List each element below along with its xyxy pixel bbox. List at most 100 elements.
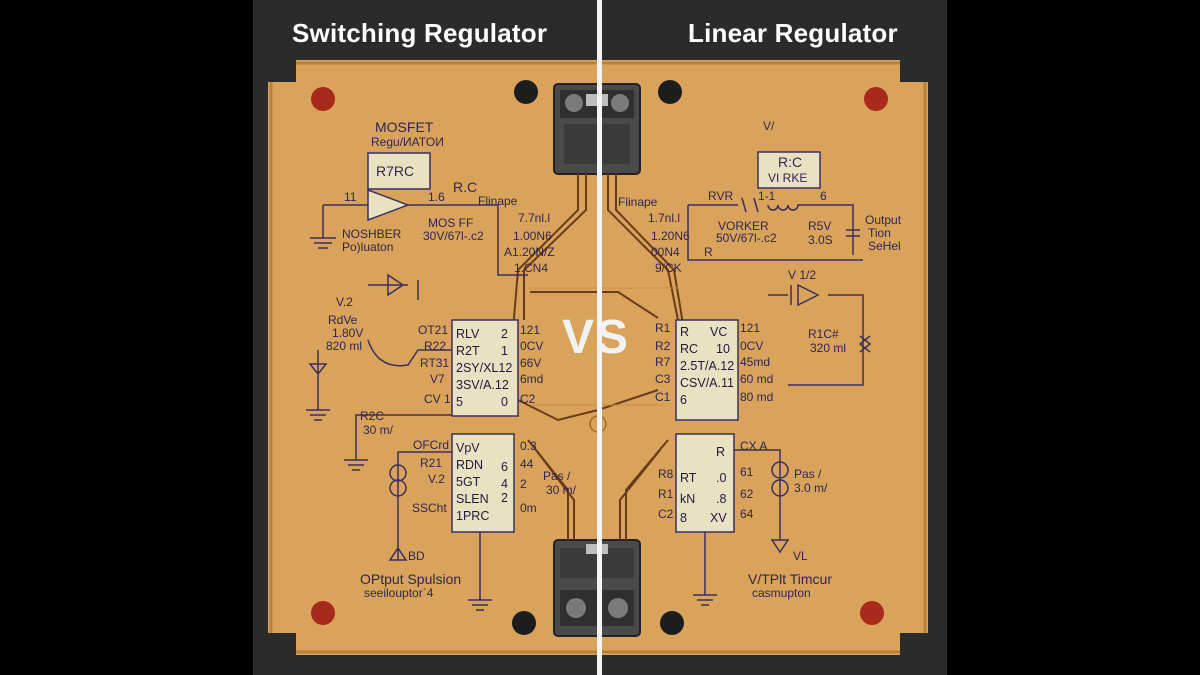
svg-text:0CV: 0CV <box>740 339 763 353</box>
svg-text:Tion: Tion <box>868 226 891 240</box>
svg-text:V/TPlt Timcur: V/TPlt Timcur <box>748 571 832 587</box>
svg-text:R:C: R:C <box>778 154 802 170</box>
svg-text:VL: VL <box>793 549 808 563</box>
svg-text:0m: 0m <box>520 501 537 515</box>
svg-text:A1.20N/Z: A1.20N/Z <box>504 245 555 259</box>
right-schematic: V/ R:C VI RKE Flinape RVR 1-1 6 VORKER 5… <box>618 119 902 606</box>
svg-text:820 ml: 820 ml <box>326 339 362 353</box>
svg-text:V.2: V.2 <box>336 295 353 309</box>
svg-text:OFCrd: OFCrd <box>413 438 449 452</box>
mounting-hole-icon <box>311 87 335 111</box>
svg-text:121: 121 <box>740 321 760 335</box>
svg-text:R2T: R2T <box>456 344 480 358</box>
svg-text:V/: V/ <box>763 119 775 133</box>
svg-text:VORKER: VORKER <box>718 219 769 233</box>
svg-text:2: 2 <box>520 477 527 491</box>
svg-text:RdVe: RdVe <box>328 313 358 327</box>
svg-text:R1C#: R1C# <box>808 327 839 341</box>
svg-text:SSCht: SSCht <box>412 501 447 515</box>
svg-text:MOS FF: MOS FF <box>428 216 473 230</box>
svg-text:5GT: 5GT <box>456 475 481 489</box>
regulator-ic-left <box>451 319 519 417</box>
svg-text:RC: RC <box>680 342 698 356</box>
svg-text:kN: kN <box>680 492 695 506</box>
svg-text:C2: C2 <box>520 392 536 406</box>
vs-label: VS <box>562 311 631 364</box>
svg-text:BD: BD <box>408 549 425 563</box>
svg-text:10: 10 <box>716 342 730 356</box>
svg-text:V7: V7 <box>430 372 445 386</box>
svg-text:C1: C1 <box>655 390 671 404</box>
via-hole-icon <box>512 611 536 635</box>
svg-text:RT31: RT31 <box>420 356 449 370</box>
svg-text:V.2: V.2 <box>428 472 445 486</box>
svg-text:2SY/XL12: 2SY/XL12 <box>456 361 512 375</box>
svg-text:1.6: 1.6 <box>428 190 445 204</box>
switching-regulator-title: Switching Regulator <box>292 18 548 48</box>
svg-text:0CV: 0CV <box>520 339 543 353</box>
svg-text:1.00N6: 1.00N6 <box>513 229 552 243</box>
svg-text:CX A: CX A <box>740 439 767 453</box>
svg-text:OT21: OT21 <box>418 323 448 337</box>
svg-text:SeHel: SeHel <box>868 239 901 253</box>
svg-text:5: 5 <box>456 395 463 409</box>
svg-text:RLV: RLV <box>456 327 480 341</box>
svg-text:7.7nl.l: 7.7nl.l <box>518 211 550 225</box>
svg-text:R1: R1 <box>658 487 674 501</box>
svg-text:.0: .0 <box>716 471 726 485</box>
svg-text:CSV/A.11: CSV/A.11 <box>680 376 734 390</box>
svg-text:Po)luaton: Po)luaton <box>342 240 393 254</box>
svg-text:3SV/A.12: 3SV/A.12 <box>456 378 509 392</box>
svg-text:R.C: R.C <box>453 179 477 195</box>
svg-text:R21: R21 <box>420 456 442 470</box>
svg-text:R2: R2 <box>655 339 671 353</box>
svg-text:R: R <box>716 445 725 459</box>
svg-text:80 md: 80 md <box>740 390 773 404</box>
controller-ic-left <box>451 433 515 533</box>
svg-text:V 1/2: V 1/2 <box>788 268 816 282</box>
svg-text:R1: R1 <box>655 321 671 335</box>
via-hole-icon <box>514 80 538 104</box>
svg-text:VC: VC <box>710 325 727 339</box>
svg-text:1.20N6: 1.20N6 <box>651 229 690 243</box>
svg-text:30V/67l-.c2: 30V/67l-.c2 <box>423 229 484 243</box>
svg-text:320 ml: 320 ml <box>810 341 846 355</box>
svg-text:61: 61 <box>740 465 754 479</box>
svg-text:Flinape: Flinape <box>618 195 658 209</box>
svg-text:OPtput Spulsion: OPtput Spulsion <box>360 571 461 587</box>
svg-text:0.3: 0.3 <box>520 439 537 453</box>
svg-text:50V/67l-.c2: 50V/67l-.c2 <box>716 231 777 245</box>
svg-text:6: 6 <box>501 460 508 474</box>
svg-text:casmupton: casmupton <box>752 586 811 600</box>
svg-text:2.5T/A.12: 2.5T/A.12 <box>680 359 734 373</box>
left-schematic: MOSFET Regu/ИATOИ R7RC 11 1.6 R.C Flinap… <box>306 119 577 611</box>
svg-text:1: 1 <box>501 344 508 358</box>
svg-text:Regu/ИATOИ: Regu/ИATOИ <box>371 135 444 149</box>
svg-text:Pas /: Pas / <box>794 467 822 481</box>
svg-text:RT: RT <box>680 471 697 485</box>
svg-text:Output: Output <box>865 213 902 227</box>
board-corner-notch <box>268 633 296 655</box>
svg-text:1.80V: 1.80V <box>332 326 363 340</box>
svg-text:1PRC: 1PRC <box>456 509 489 523</box>
svg-text:R22: R22 <box>424 339 446 353</box>
svg-text:1.CN4: 1.CN4 <box>514 261 548 275</box>
svg-text:00N4: 00N4 <box>651 245 680 259</box>
svg-text:11: 11 <box>344 190 357 204</box>
svg-text:8: 8 <box>680 511 687 525</box>
svg-text:.8: .8 <box>716 492 726 506</box>
svg-text:VI RKE: VI RKE <box>768 171 807 185</box>
svg-text:XV: XV <box>710 511 727 525</box>
svg-text:MOSFET: MOSFET <box>375 119 434 135</box>
svg-text:Flinape: Flinape <box>478 194 518 208</box>
svg-text:R2C: R2C <box>360 409 384 423</box>
svg-text:121: 121 <box>520 323 540 337</box>
svg-text:62: 62 <box>740 487 754 501</box>
svg-text:R7: R7 <box>655 355 671 369</box>
svg-text:30 m/: 30 m/ <box>363 423 394 437</box>
svg-text:SLEN: SLEN <box>456 492 489 506</box>
mounting-hole-icon <box>864 87 888 111</box>
svg-text:60 md: 60 md <box>740 372 773 386</box>
svg-text:6md: 6md <box>520 372 543 386</box>
svg-text:66V: 66V <box>520 356 541 370</box>
